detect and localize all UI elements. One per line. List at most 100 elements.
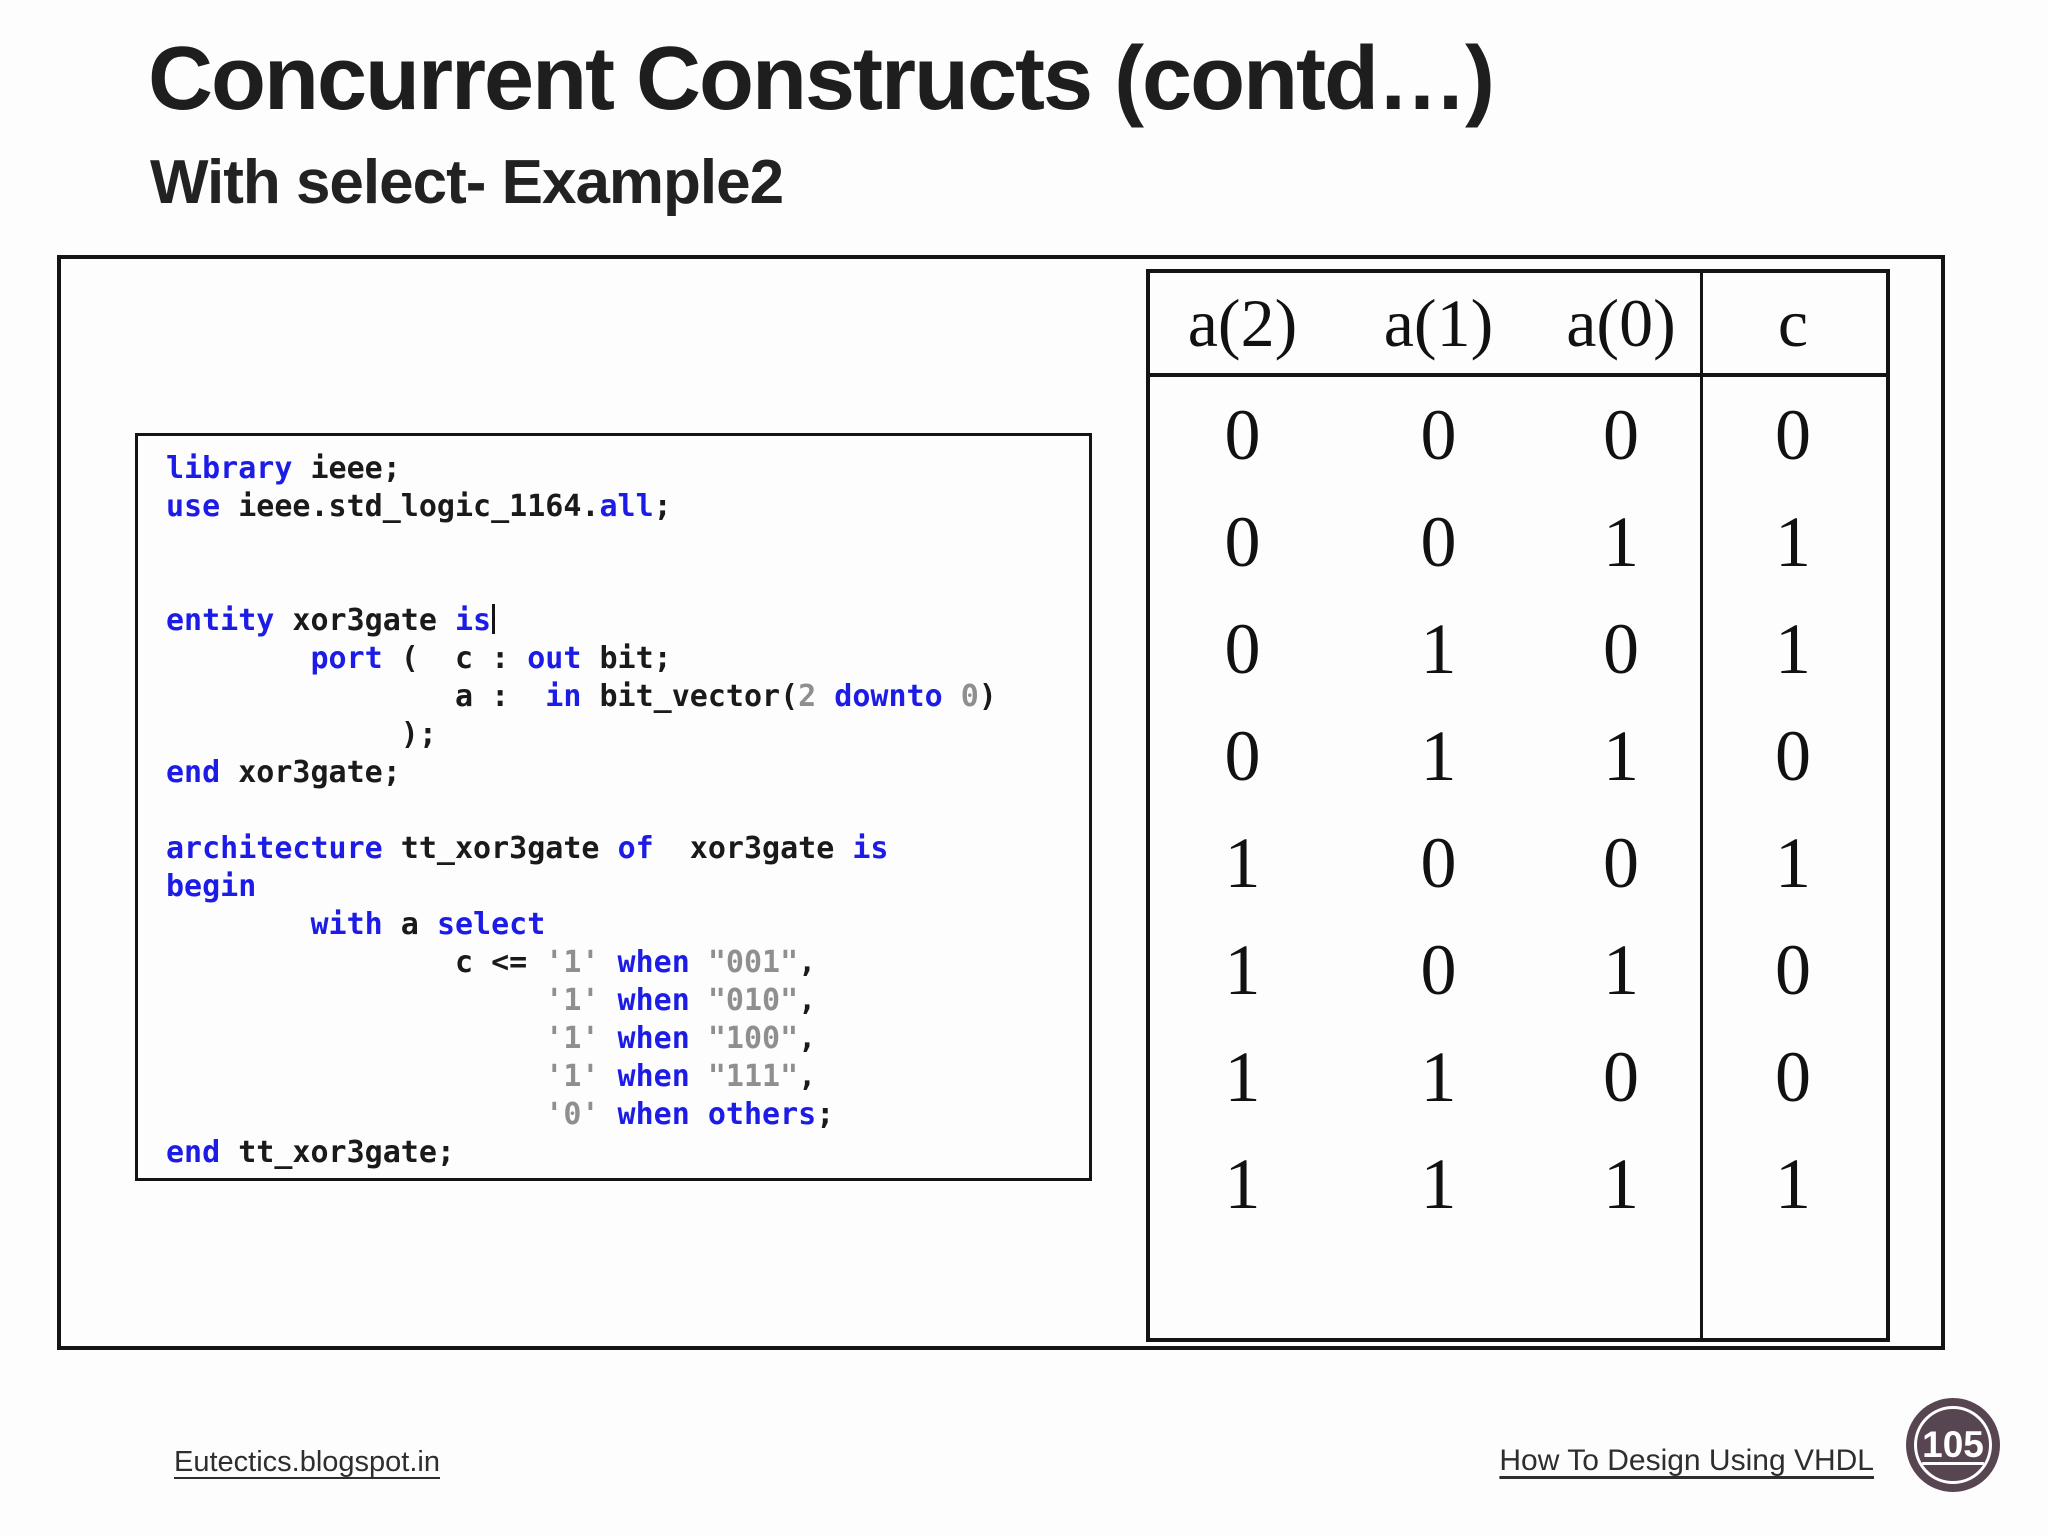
code-token: [166, 1097, 545, 1132]
code-token: [943, 679, 961, 714]
footer-blog-link[interactable]: Eutectics.blogspot.in: [174, 1446, 440, 1478]
code-line: library ieee;: [166, 450, 1089, 488]
code-token: [166, 907, 311, 942]
code-token: tt_xor3gate;: [220, 1135, 455, 1170]
code-token: "100": [707, 1021, 799, 1056]
truth-table-cell: 1: [1603, 930, 1639, 1011]
code-token: when: [617, 1059, 690, 1094]
code-token: end: [166, 1135, 221, 1170]
truth-table-cell: 0: [1224, 501, 1261, 582]
code-line: end xor3gate;: [166, 754, 1089, 792]
code-line: [166, 526, 1089, 564]
code-token: tt_xor3gate: [382, 831, 618, 866]
truth-table-cell: 1: [1775, 1144, 1811, 1225]
code-token: xor3gate;: [220, 755, 401, 790]
code-block: library ieee;use ieee.std_logic_1164.all…: [166, 450, 1089, 1172]
code-token: '1': [545, 1059, 600, 1094]
truth-table-cell: 0: [1420, 501, 1457, 582]
code-token: c <=: [166, 945, 546, 980]
code-token: [690, 1097, 708, 1132]
code-line: use ieee.std_logic_1164.all;: [166, 488, 1089, 526]
truth-table-cell: 1: [1420, 1037, 1457, 1118]
code-token: "111": [707, 1059, 799, 1094]
truth-table-cell: 1: [1420, 715, 1457, 796]
code-token: [599, 1059, 617, 1094]
truth-table-cell: 0: [1420, 823, 1457, 904]
truth-table-cell: 1: [1224, 823, 1261, 904]
code-token: 2: [798, 679, 817, 714]
code-token: ieee.std_logic_1164.: [220, 489, 600, 524]
code-line: '1' when "100",: [166, 1020, 1089, 1058]
truth-table-row: 1 0 1 0: [1150, 917, 1886, 1024]
code-token: [599, 983, 617, 1018]
code-token: when: [617, 1021, 690, 1056]
truth-table-cell: 0: [1775, 394, 1811, 475]
code-line: c <= '1' when "001",: [166, 944, 1089, 982]
code-line: with a select: [166, 906, 1089, 944]
footer-course-link[interactable]: How To Design Using VHDL: [1499, 1444, 1874, 1477]
truth-table-cell: 0: [1224, 715, 1261, 796]
code-token: bit;: [581, 641, 672, 676]
page-title: Concurrent Constructs (contd…): [148, 29, 1495, 129]
code-line: '1' when "111",: [166, 1058, 1089, 1096]
code-panel: library ieee;use ieee.std_logic_1164.all…: [135, 433, 1092, 1181]
truth-table-cell: 0: [1603, 823, 1639, 904]
code-token: [690, 983, 708, 1018]
code-token: '1': [545, 983, 600, 1018]
truth-table-cell: 1: [1775, 608, 1811, 689]
code-token: out: [527, 641, 582, 676]
truth-table-cell: 0: [1420, 930, 1457, 1011]
page-subtitle: With select- Example2: [150, 148, 784, 217]
code-token: [690, 1021, 708, 1056]
code-token: when: [617, 983, 690, 1018]
code-token: entity: [166, 603, 275, 638]
code-token: [816, 679, 834, 714]
code-token: xor3gate: [653, 831, 853, 866]
code-token: downto: [834, 679, 943, 714]
code-token: bit_vector(: [581, 679, 799, 714]
code-token: a :: [166, 679, 546, 714]
code-token: all: [599, 489, 654, 524]
truth-table-cell: 1: [1775, 823, 1811, 904]
code-line: [166, 792, 1089, 830]
truth-table-cell: 1: [1420, 1144, 1457, 1225]
truth-table-cell: 1: [1775, 501, 1811, 582]
code-token: [166, 1059, 545, 1094]
truth-table-header-cell: a(2): [1187, 285, 1298, 361]
truth-table-header-cell: a(1): [1383, 285, 1494, 361]
code-line: begin: [166, 868, 1089, 906]
truth-table-header-cell: a(0): [1566, 285, 1676, 361]
code-line: a : in bit_vector(2 downto 0): [166, 678, 1089, 716]
truth-table-cell: 0: [1603, 394, 1639, 475]
code-token: [599, 1021, 617, 1056]
code-token: ,: [798, 983, 817, 1018]
code-token: "010": [707, 983, 799, 1018]
code-token: select: [436, 907, 546, 942]
code-token: library: [166, 451, 293, 486]
code-token: [599, 1097, 617, 1132]
code-token: with: [310, 907, 383, 942]
code-token: [690, 945, 708, 980]
code-token: is: [455, 603, 492, 638]
truth-table-row: 1 0 0 1: [1150, 810, 1886, 917]
truth-table-cell: 1: [1224, 930, 1261, 1011]
code-token: [166, 1021, 545, 1056]
code-token: end: [166, 755, 221, 790]
code-line: '1' when "010",: [166, 982, 1089, 1020]
truth-table-cell: 1: [1603, 715, 1639, 796]
truth-table-header: a(2)a(1)a(0)c: [1150, 273, 1886, 377]
code-token: ;: [653, 489, 672, 524]
code-token: of: [617, 831, 654, 866]
code-token: when: [617, 945, 690, 980]
text-cursor: [492, 604, 496, 634]
code-token: '0': [545, 1097, 600, 1132]
code-token: architecture: [166, 831, 383, 866]
code-token: '1': [545, 945, 600, 980]
code-token: );: [166, 717, 437, 752]
truth-table-cell: 0: [1775, 930, 1811, 1011]
